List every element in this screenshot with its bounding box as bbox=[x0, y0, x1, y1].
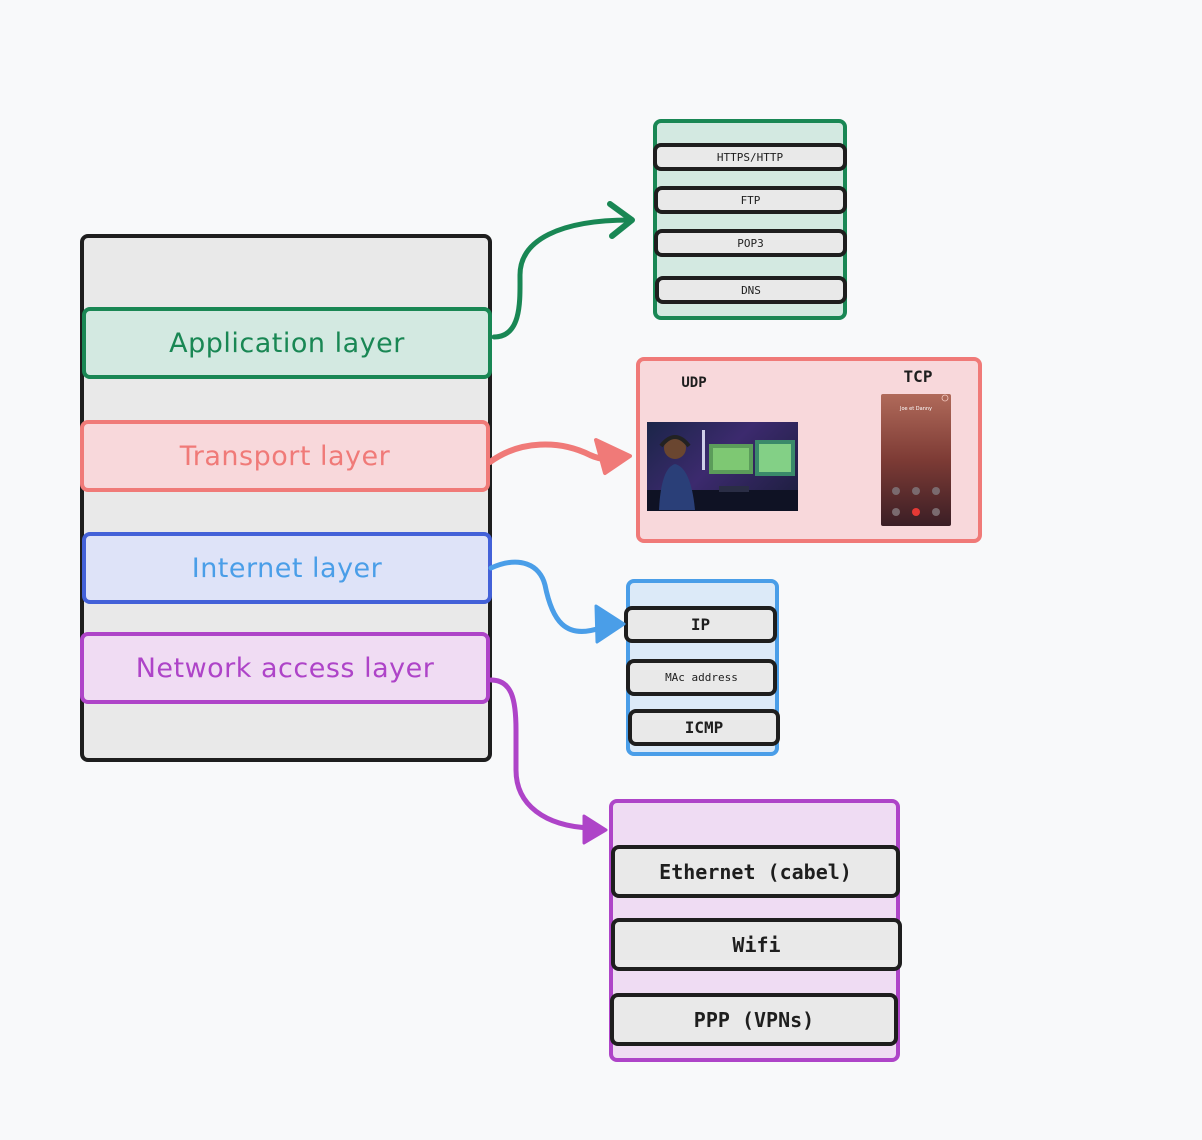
protocol-icmp[interactable]: ICMP bbox=[628, 709, 780, 746]
udp-label: UDP bbox=[681, 375, 707, 391]
transport-layer-box[interactable]: Transport layer bbox=[80, 420, 490, 492]
protocol-label: FTP bbox=[740, 193, 761, 207]
internet-layer-box[interactable]: Internet layer bbox=[82, 532, 492, 604]
protocol-wifi[interactable]: Wifi bbox=[611, 918, 902, 971]
application-layer-box[interactable]: Application layer bbox=[82, 307, 492, 379]
transport-layer-label: Transport layer bbox=[179, 440, 391, 472]
protocol-label: IP bbox=[690, 615, 711, 634]
protocol-label: Ethernet (cabel) bbox=[659, 859, 852, 884]
protocol-label: HTTPS/HTTP bbox=[716, 150, 784, 164]
tcp-label: TCP bbox=[903, 366, 933, 386]
internet-arrow bbox=[488, 559, 626, 644]
protocol-label: ICMP bbox=[684, 718, 724, 737]
protocol-label: PPP (VPNs) bbox=[693, 1007, 815, 1032]
protocol-mac-address[interactable]: MAc address bbox=[626, 659, 777, 696]
protocol-label: Wifi bbox=[732, 932, 781, 957]
protocol-ip[interactable]: IP bbox=[624, 606, 777, 643]
application-layer-label: Application layer bbox=[169, 327, 405, 359]
phone-caller-name: Joe et Danny bbox=[899, 406, 933, 412]
protocol-pop3[interactable]: POP3 bbox=[654, 229, 847, 257]
protocol-label: MAc address bbox=[665, 671, 738, 684]
network-access-layer-box[interactable]: Network access layer bbox=[80, 632, 490, 704]
protocol-ethernet[interactable]: Ethernet (cabel) bbox=[611, 845, 900, 898]
internet-layer-label: Internet layer bbox=[191, 552, 383, 584]
network-access-layer-label: Network access layer bbox=[135, 652, 435, 684]
transport-arrow bbox=[487, 438, 632, 475]
protocol-label: DNS bbox=[741, 283, 761, 297]
protocol-ppp-vpns[interactable]: PPP (VPNs) bbox=[610, 993, 898, 1046]
network-access-arrow bbox=[488, 677, 608, 845]
protocol-https-http[interactable]: HTTPS/HTTP bbox=[653, 143, 847, 171]
phone-call-photo-icon: Joe et Danny bbox=[881, 394, 951, 526]
protocol-dns[interactable]: DNS bbox=[655, 276, 847, 304]
application-arrow bbox=[491, 201, 635, 340]
gaming-photo-icon bbox=[647, 422, 798, 511]
protocol-label: POP3 bbox=[737, 236, 764, 250]
protocol-ftp[interactable]: FTP bbox=[654, 186, 847, 214]
